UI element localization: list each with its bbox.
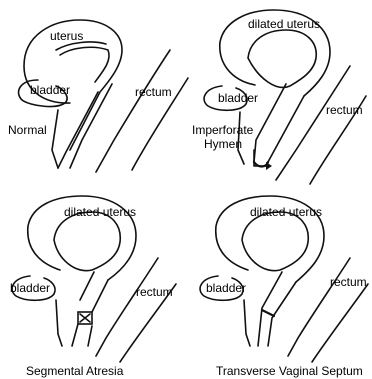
panel-transverse-septum: dilated uterus bladder rectum Transverse…: [200, 196, 368, 378]
vagina-lower: [72, 324, 92, 346]
dilated-uterus-label: dilated uterus: [250, 205, 322, 219]
septum-mark: [262, 310, 274, 316]
segmental-caption: Segmental Atresia: [26, 364, 124, 378]
rectum-wall: [276, 66, 366, 184]
panel-imperforate-hymen: dilated uterus bladder rectum Imperforat…: [192, 10, 366, 184]
uterus-label: uterus: [50, 29, 83, 43]
atresia-hatch: [80, 314, 90, 322]
bladder-label: bladder: [206, 281, 246, 295]
urethra: [52, 110, 58, 168]
uterus-cavity: [54, 212, 120, 271]
bladder-label: bladder: [218, 91, 258, 105]
uterus-cavity: [56, 42, 109, 82]
septum-caption: Transverse Vaginal Septum: [216, 364, 363, 378]
bladder-label: bladder: [10, 281, 50, 295]
panel-normal: uterus bladder rectum Normal: [8, 20, 188, 172]
arrowhead-icon: [266, 162, 272, 170]
urethra: [56, 300, 62, 346]
vagina-wall: [80, 272, 108, 312]
uterus-cavity: [242, 212, 308, 271]
rectum-wall: [96, 50, 188, 172]
dilated-uterus-label: dilated uterus: [64, 205, 136, 219]
panel-segmental-atresia: dilated uterus bladder rectum Segmental …: [10, 196, 176, 378]
vagina-wall: [258, 272, 296, 346]
rectum-label: rectum: [136, 285, 173, 299]
rectum-label: rectum: [330, 275, 367, 289]
rectum-label: rectum: [135, 85, 172, 99]
hymen-caption: Hymen: [204, 137, 242, 151]
uterus-cavity: [248, 30, 316, 87]
urethra: [244, 300, 250, 346]
rectum-wall: [96, 258, 176, 362]
rectum-wall: [288, 258, 368, 362]
imperforate-caption: Imperforate: [192, 123, 254, 137]
bladder-label: bladder: [30, 83, 70, 97]
rectum-label: rectum: [326, 103, 363, 117]
dilated-uterus-label: dilated uterus: [248, 17, 320, 31]
normal-caption: Normal: [8, 123, 47, 137]
